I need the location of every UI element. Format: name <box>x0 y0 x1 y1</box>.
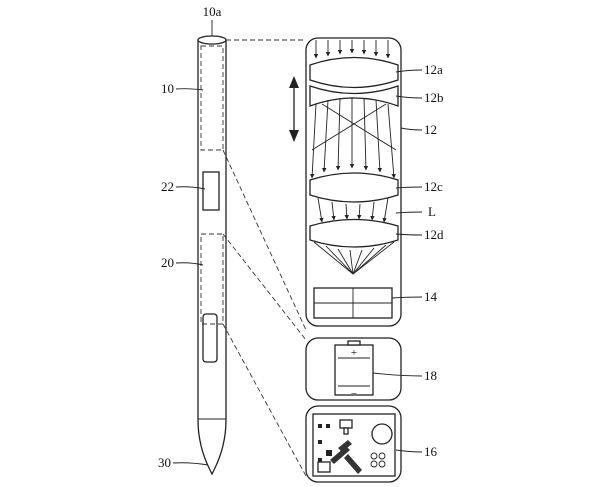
label-12d: 12d <box>424 227 444 242</box>
pen-outline <box>197 39 227 476</box>
label-14: 14 <box>424 289 438 304</box>
battery-module: + − <box>305 337 402 401</box>
movement-arrow <box>289 76 299 142</box>
label-10a: 10a <box>203 4 222 19</box>
pen-side-part <box>202 171 220 211</box>
label-12b: 12b <box>424 90 444 105</box>
label-30: 30 <box>158 455 171 470</box>
stylus-pen <box>197 35 227 476</box>
lens-12d <box>309 218 399 248</box>
projection-lines <box>222 39 307 477</box>
label-12a: 12a <box>424 62 443 77</box>
label-16: 16 <box>424 444 438 459</box>
lens-module <box>305 37 402 327</box>
battery-terminal <box>347 340 361 346</box>
circuit-module <box>305 405 402 483</box>
converging-rays <box>317 197 389 223</box>
leader-lines <box>172 20 423 466</box>
diverging-rays <box>309 97 397 179</box>
battery-minus-sign: − <box>351 388 357 400</box>
pen-lens-zone <box>200 45 224 151</box>
incoming-rays <box>313 40 391 59</box>
pen-cap-top <box>197 35 227 45</box>
label-18: 18 <box>424 368 437 383</box>
pen-button <box>202 313 218 363</box>
lens-12b <box>309 85 399 107</box>
label-12c: 12c <box>424 179 443 194</box>
label-L: L <box>428 204 436 219</box>
label-20: 20 <box>161 255 174 270</box>
lens-12c <box>309 172 399 203</box>
lens-module-housing <box>305 37 402 327</box>
label-10: 10 <box>161 81 174 96</box>
reference-labels: 10a 10 22 20 30 12a 12b 12 12c L 12d 14 … <box>158 4 444 470</box>
focal-rays <box>313 241 395 275</box>
battery-plus-sign: + <box>351 347 357 359</box>
battery-housing <box>305 337 402 401</box>
battery-cell <box>334 344 374 396</box>
pen-middle-zone <box>200 233 224 325</box>
label-12: 12 <box>424 122 437 137</box>
lens-12a <box>309 56 399 89</box>
label-22: 22 <box>161 179 174 194</box>
circuit-housing <box>305 405 402 483</box>
